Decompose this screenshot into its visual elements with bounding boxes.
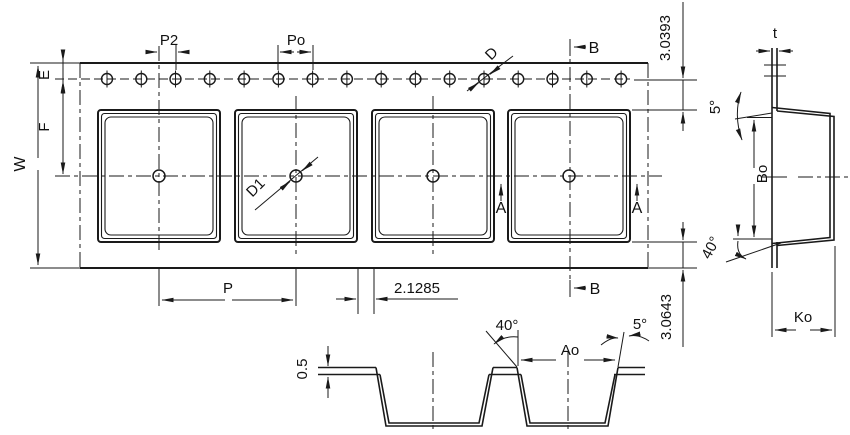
pocket-center-hole xyxy=(562,169,576,183)
pocket xyxy=(371,109,495,243)
length-section-view: 0.5 40° Ao 5° xyxy=(294,316,650,433)
dim-label-bottom-margin: 3.0643 xyxy=(658,294,675,340)
side-section-outline xyxy=(762,48,849,268)
pocket-center-hole xyxy=(152,169,166,183)
dim-label-p: P xyxy=(223,280,233,297)
side-section-view: t 5° Bo 40° Ko xyxy=(698,25,849,337)
center-lines xyxy=(55,40,697,297)
pocket-center-hole xyxy=(289,169,303,183)
dim-label-ao: Ao xyxy=(561,342,579,359)
section-label-a-right: A xyxy=(632,200,643,217)
dim-label-draft-angle: 5° xyxy=(633,316,647,333)
dim-label-t: t xyxy=(773,25,778,42)
pocket xyxy=(97,109,221,243)
dim-label-bo: Bo xyxy=(754,165,771,183)
dim-label-d1: D1 xyxy=(243,175,269,201)
dim-label-w: W xyxy=(12,156,29,172)
pocket xyxy=(234,109,358,243)
dim-label-e: E xyxy=(36,70,53,80)
dim-label-wall-angle: 40° xyxy=(496,317,519,334)
section-label-b-bottom: B xyxy=(590,281,601,298)
pocket-center-hole xyxy=(426,169,440,183)
pockets xyxy=(97,109,631,243)
dim-label-flange-angle: 5° xyxy=(707,100,724,114)
dim-label-ko: Ko xyxy=(794,309,812,326)
plan-dimensions xyxy=(35,2,697,347)
pocket xyxy=(507,109,631,243)
plan-view: P2 Po D D1 B B A A W E F P 2.1285 3.0393… xyxy=(12,2,697,347)
dim-label-bend-angle: 40° xyxy=(698,234,724,262)
dim-label-p2: P2 xyxy=(160,32,178,49)
dim-label-thickness: 0.5 xyxy=(294,359,311,380)
length-section-dimensions xyxy=(325,330,650,398)
section-label-a-left: A xyxy=(496,200,507,217)
dim-label-d: D xyxy=(482,44,502,64)
tape-outline xyxy=(30,62,697,269)
sprocket-holes xyxy=(100,70,628,88)
dim-label-f: F xyxy=(36,122,53,131)
dim-label-pocket-gap: 2.1285 xyxy=(394,280,440,297)
length-section-outline xyxy=(318,352,645,433)
section-label-b-top: B xyxy=(589,40,600,57)
dim-label-po: Po xyxy=(287,32,305,49)
dim-label-top-margin: 3.0393 xyxy=(657,15,674,61)
side-section-dimensions xyxy=(725,48,836,337)
